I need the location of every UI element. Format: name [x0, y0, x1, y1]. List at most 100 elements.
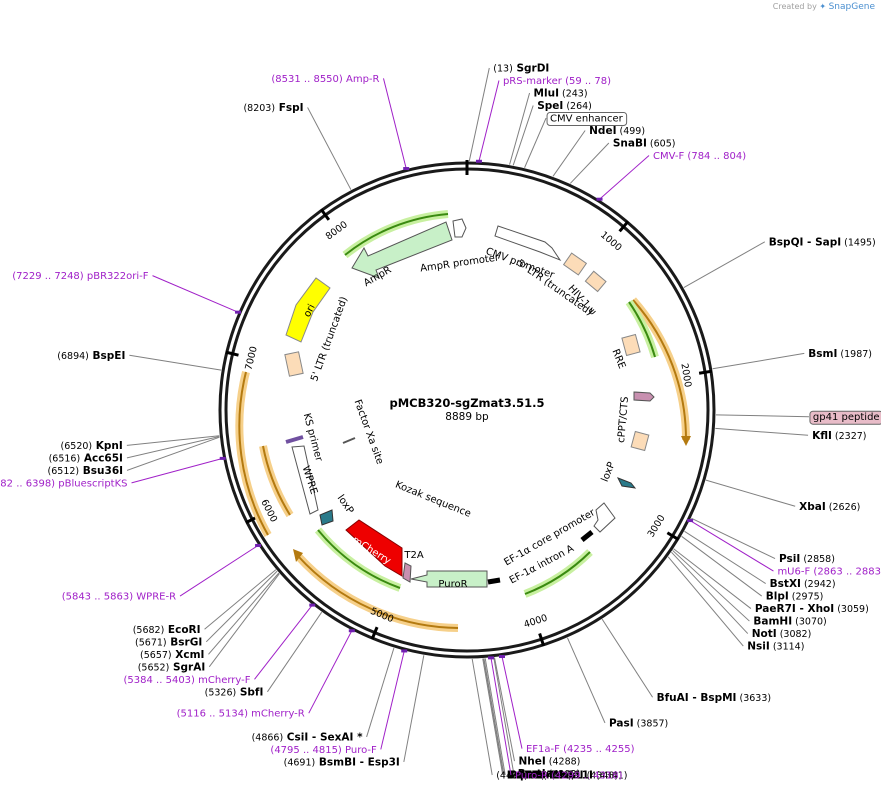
site-bsiwi-text-0: BsiWI — [507, 770, 540, 782]
site-noti-text-1: (3082) — [777, 629, 812, 640]
site-bfuai-leader — [601, 618, 654, 698]
credit-brand: SnapGene — [828, 2, 875, 12]
site-mlui-label: MluI (243) — [534, 88, 588, 100]
site-kfli-text-1: (2327) — [832, 431, 867, 442]
tick-label-4000: 4000 — [523, 613, 549, 631]
site-acc65i-text-1: Acc65I — [80, 452, 123, 464]
feature-arc-left-line-1 — [238, 371, 269, 536]
site-acc65i-leader — [126, 435, 220, 459]
primer-pbluescriptks-text-1: pBluescriptKS — [55, 478, 127, 489]
site-sgrai-leader — [208, 573, 280, 668]
site-ecori: (5682) EcoRI — [133, 569, 277, 636]
site-xcmi-text-0: (5657) — [140, 650, 172, 661]
feature-box-cmv-enhancer-frame — [546, 112, 628, 127]
site-tspmi-text-1: - XmaI — [542, 770, 584, 782]
site-sbfi: (5326) SbfI — [205, 611, 323, 698]
feature-box-cmv-enhancer-text-0: CMV enhancer — [550, 114, 624, 125]
site-kfli-leader — [715, 427, 809, 436]
site-fspi-text-1: FspI — [275, 102, 304, 114]
site-bspqi-leader — [683, 241, 766, 288]
primer-puro-f: (4795 .. 4815) Puro-F — [270, 649, 408, 756]
site-bamhi-text-1: (3070) — [792, 617, 827, 628]
site-kpni-text-1: KpnI — [92, 440, 123, 452]
feature-box-gp41-peptide-leader — [715, 414, 809, 418]
site-psii-label: PsiI (2858) — [779, 553, 835, 565]
site-ndei: NdeI (499) — [552, 125, 645, 177]
site-sgrdi-text-1: SgrDI — [513, 63, 550, 75]
site-sgrai-label: (5652) SgrAI — [138, 661, 206, 673]
site-bsrgi-label: (5671) BsrGI — [135, 636, 202, 648]
tick-label-3000: 3000 — [646, 513, 668, 539]
feature-arc-mcherry-line — [317, 529, 401, 589]
site-bamhi-label: BamHI (3070) — [753, 616, 826, 628]
site-tspmi-label: TspMI - XmaI (4348) — [508, 770, 618, 782]
site-smai: SmaI (4350) — [483, 658, 572, 782]
site-blpi-leader — [681, 535, 763, 597]
feature-arc-bottom-line — [297, 555, 459, 629]
site-snabi-label: SnaBI (605) — [613, 138, 676, 150]
site-csii-text-0: (4866) — [252, 732, 284, 743]
site-snabi-text-1: (605) — [647, 139, 676, 150]
site-kpni-leader — [126, 435, 220, 446]
site-sgrai-text-1: SgrAI — [169, 661, 205, 673]
primer-mcherry-f-text-0: (5384 .. 5403) — [124, 675, 196, 686]
primer-puro-r-text-0: Puro-R — [515, 771, 548, 782]
site-xbai-text-1: (2626) — [826, 502, 861, 513]
feature-arc-rre-arrowhead — [681, 436, 691, 446]
feature-arc-psi-line — [628, 301, 656, 358]
tick-label-8000: 8000 — [324, 219, 350, 242]
tick-label-7000: 7000 — [243, 345, 259, 371]
site-bsmbi-label: (4691) BsmBI - Esp3I — [284, 756, 400, 768]
site-pasi: PasI (3857) — [566, 637, 668, 729]
primer-wpre-r-text-0: (5843 .. 5863) — [62, 592, 134, 603]
site-bsu36i: (6512) Bsu36I — [48, 436, 220, 477]
site-bsmi-label: BsmI (1987) — [808, 348, 872, 360]
site-bsmbi-text-0: (4691) — [284, 757, 316, 768]
feature-ef1a-cap — [580, 530, 594, 542]
site-mlui-leader — [509, 92, 531, 165]
site-bamhi-text-0: BamHI — [753, 616, 792, 628]
site-bsmbi-leader — [403, 655, 425, 763]
primer-mu6-f-leader — [689, 520, 774, 572]
site-bspqi-text-1: - SapI — [803, 236, 841, 248]
site-sgrdi: (13) SgrDI — [468, 63, 550, 162]
primer-mcherry-f-leader — [254, 604, 313, 680]
site-xcmi: (5657) XcmI — [140, 572, 280, 661]
site-bfuai-text-0: BfuAI — [657, 692, 689, 704]
site-smai-text-1: (4350) — [537, 771, 572, 782]
primer-pbr322ori-f-text-1: pBR322ori-F — [84, 271, 149, 282]
site-nsii-label: NsiI (3114) — [747, 641, 804, 653]
primer-cmv-f-leader — [599, 155, 650, 200]
site-bsmbi-text-2: - Esp3I — [356, 756, 400, 768]
site-csii-leader — [366, 647, 395, 738]
feature-rre-box — [621, 333, 641, 357]
primer-mu6-f: mU6-F (2863 .. 2883) — [687, 519, 881, 578]
feature-ori-arrow — [285, 277, 331, 343]
site-tspmi-text-2: (4348) — [584, 771, 619, 782]
site-noti-leader — [671, 551, 749, 634]
feature-puror-arrow — [410, 570, 488, 588]
site-paer7i: PaeR7I - XhoI (3059) — [673, 548, 869, 615]
site-noti-text-0: NotI — [752, 628, 777, 640]
site-snabi-leader — [569, 142, 610, 184]
site-sbfi-leader — [267, 611, 323, 693]
feature-label-cppt: cPPT/CTS — [616, 396, 631, 443]
primer-puro-r-text-1: (4299 .. 4318) — [548, 771, 623, 782]
site-pflfi: PflFI - Tth111I (4341) — [484, 658, 628, 782]
primer-prs-marker-leader — [478, 80, 500, 162]
feature-arc-rre-line — [632, 299, 688, 441]
site-fspi-text-0: (8203) — [243, 103, 275, 114]
feature-ks-primer-mark — [285, 435, 304, 444]
site-nsii-leader — [667, 556, 744, 647]
primer-mcherry-r-text-1: mCherry-R — [248, 709, 305, 720]
site-bfuai-label: BfuAI - BspMI (3633) — [657, 692, 772, 704]
primer-ef1a-f-leader — [501, 656, 523, 749]
primer-mcherry-r-label: (5116 .. 5134) mCherry-R — [177, 709, 305, 720]
site-kpni-label: (6520) KpnI — [61, 440, 123, 452]
site-smai-label: SmaI (4350) — [508, 770, 572, 782]
site-bfuai-text-1: - BspMI — [689, 692, 737, 704]
primer-pbluescriptks-label: (6382 .. 6398) pBluescriptKS — [0, 478, 128, 489]
primer-pbr322ori-f: (7229 .. 7248) pBR322ori-F — [12, 271, 242, 314]
site-nhei-text-0: NheI — [518, 756, 545, 768]
